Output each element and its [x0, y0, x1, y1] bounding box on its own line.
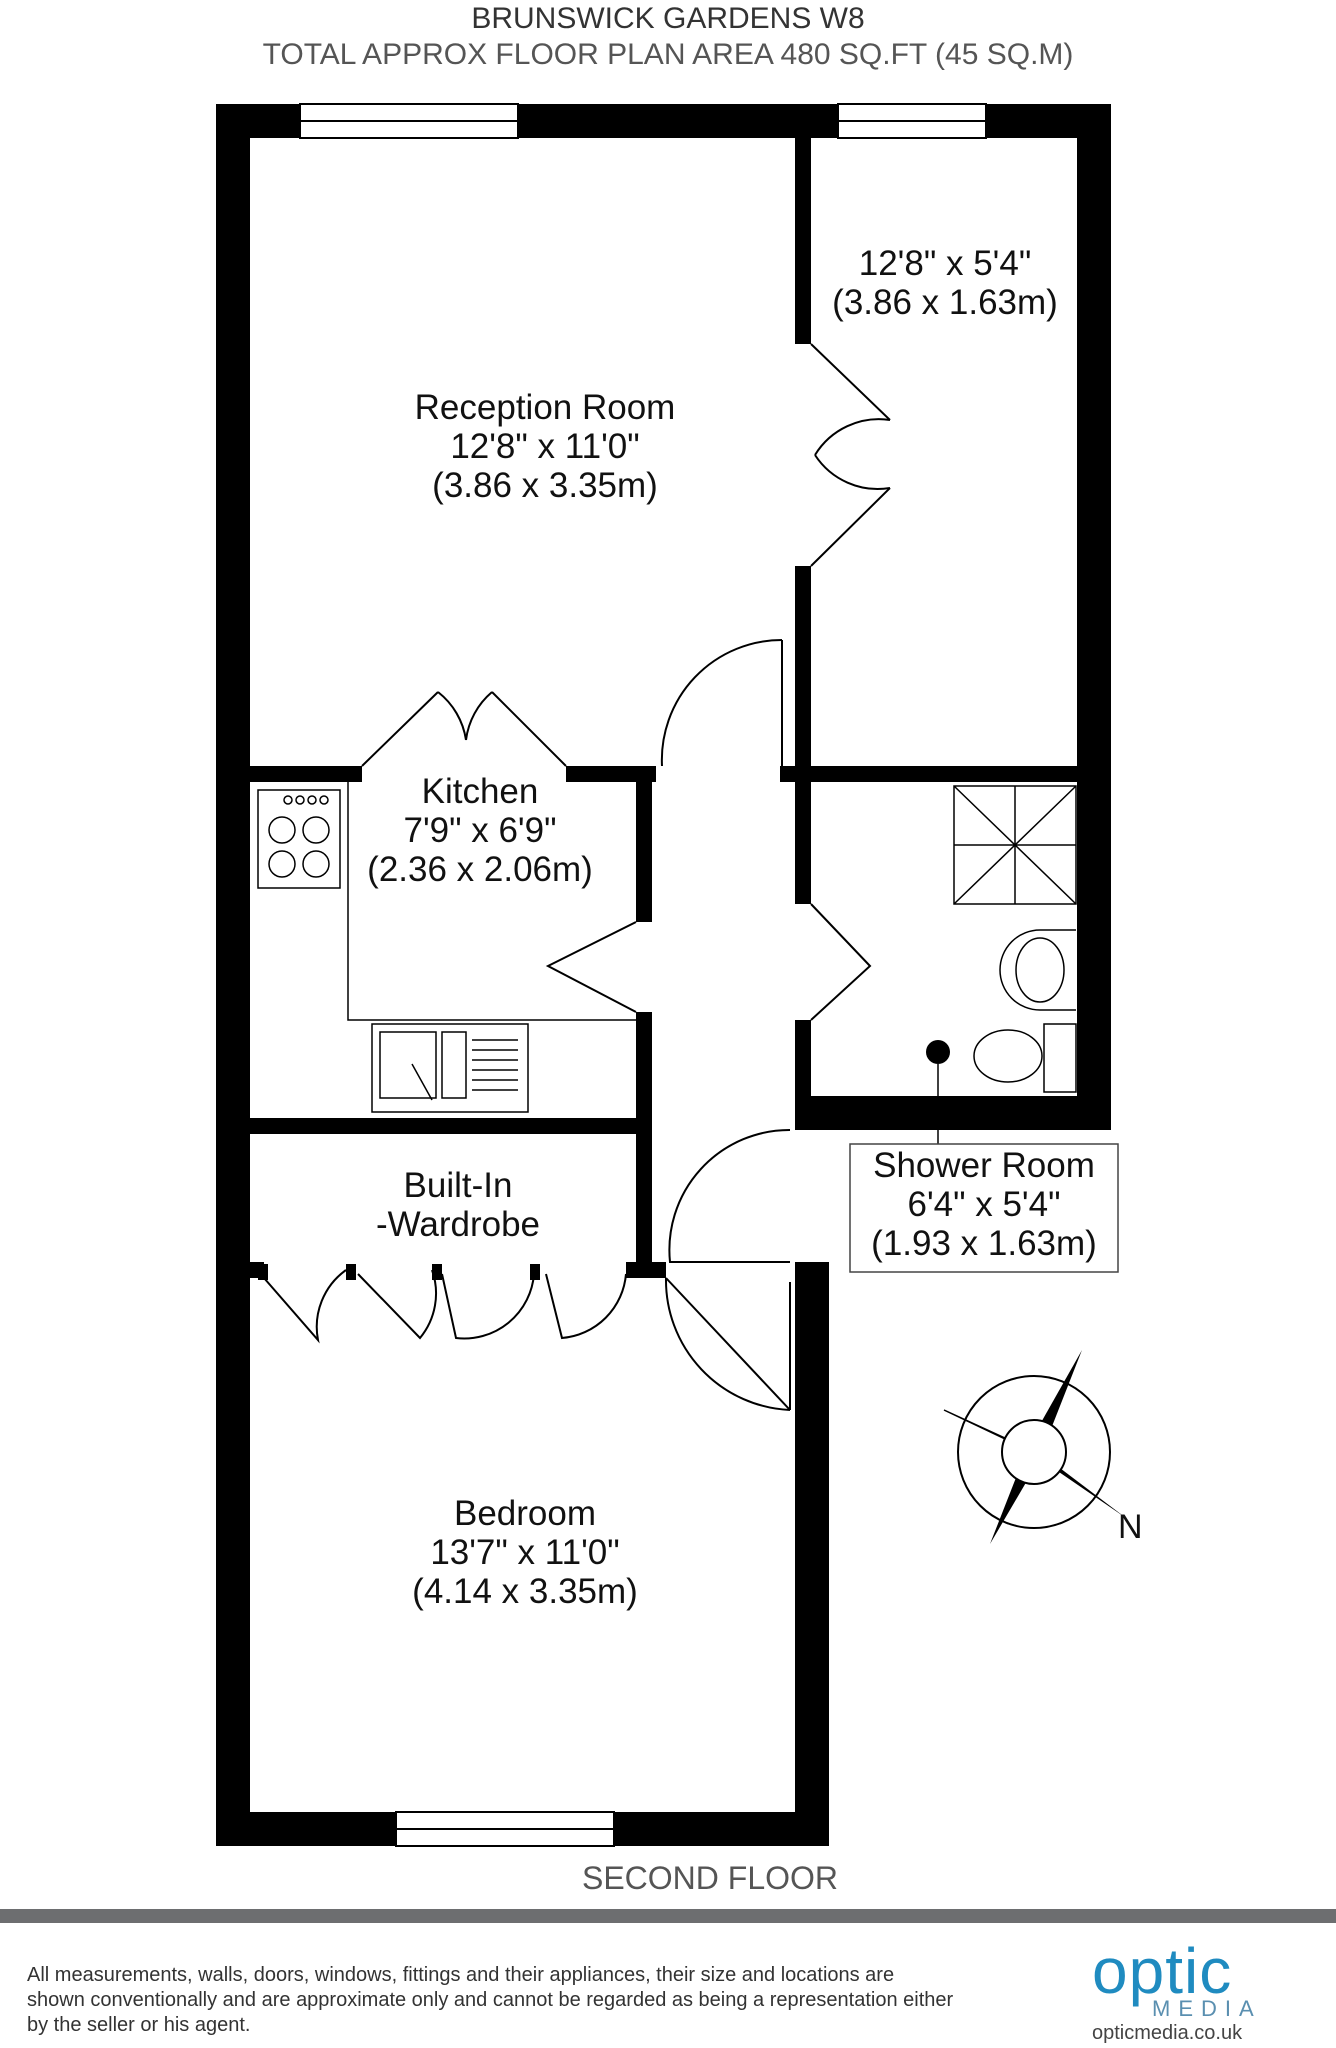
brand-url[interactable]: opticmedia.co.uk [1092, 2022, 1243, 2044]
brand-name: optic [1092, 1935, 1233, 2007]
compass-rose-icon [943, 1350, 1126, 1544]
windows [299, 103, 987, 1847]
kitchen-fittings [257, 782, 636, 1113]
plan-title: BRUNSWICK GARDENS W8 [471, 2, 865, 35]
footer-divider [0, 1909, 1336, 1923]
doors [263, 343, 891, 1411]
disclaimer-text: All measurements, walls, doors, windows,… [27, 1964, 954, 2036]
side-room-label: 12'8" x 5'4" (3.86 x 1.63m) [832, 244, 1058, 322]
brand-logo: optic MEDIA opticmedia.co.uk [1092, 1935, 1272, 2044]
shower-label-box [849, 1143, 1119, 1273]
compass-north-label: N [1118, 1508, 1143, 1546]
reception-room-label: Reception Room 12'8" x 11'0" (3.86 x 3.3… [414, 388, 676, 505]
walls [216, 104, 1111, 1846]
plan-area-subtitle: TOTAL APPROX FLOOR PLAN AREA 480 SQ.FT (… [262, 38, 1074, 71]
wardrobe-label: Built-In -Wardrobe [375, 1166, 541, 1244]
soil-pipe-marker [926, 1040, 950, 1064]
shower-fittings [953, 785, 1077, 1093]
bedroom-label: Bedroom 13'7" x 11'0" (4.14 x 3.35m) [412, 1494, 638, 1611]
brand-sub: MEDIA [1152, 1996, 1262, 2021]
floor-label: SECOND FLOOR [581, 1860, 839, 1896]
shower-room-label: Shower Room 6'4" x 5'4" (1.93 x 1.63m) [871, 1146, 1097, 1263]
wardrobe-pivots [258, 1264, 540, 1280]
kitchen-label: Kitchen 7'9" x 6'9" (2.36 x 2.06m) [367, 772, 593, 889]
